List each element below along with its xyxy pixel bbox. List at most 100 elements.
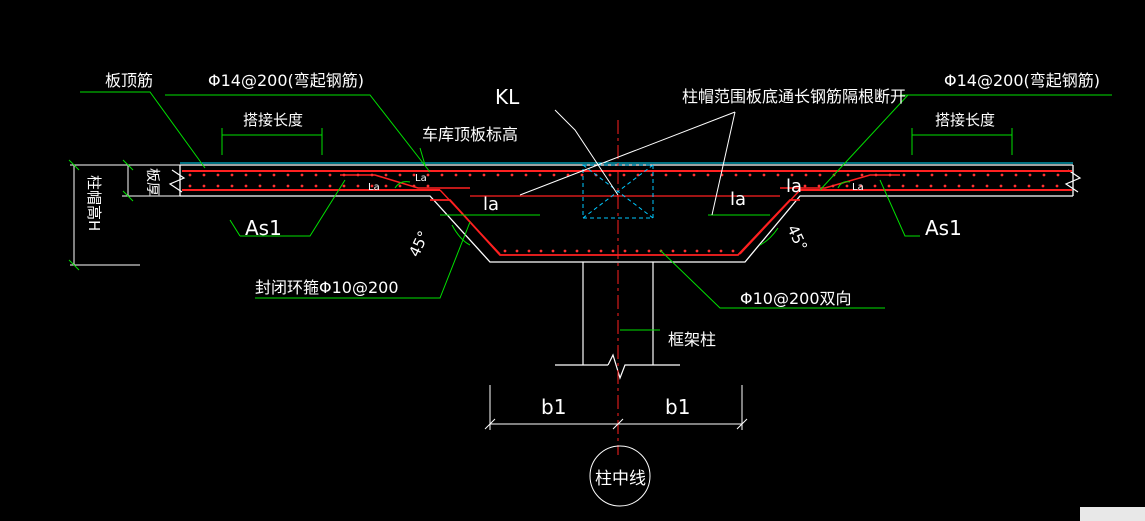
rebar-dot bbox=[563, 249, 567, 253]
rebar-dot bbox=[384, 184, 388, 188]
label-b1-right: b1 bbox=[665, 395, 690, 419]
rebar-dot bbox=[635, 249, 639, 253]
label-la-big-right: la bbox=[786, 176, 802, 197]
rebar-dot bbox=[678, 173, 682, 177]
rebar-dot bbox=[314, 173, 318, 177]
rebar-dot bbox=[503, 249, 507, 253]
rebar-dot bbox=[370, 173, 374, 177]
rebar-dot bbox=[202, 173, 206, 177]
rebar-dot bbox=[244, 184, 248, 188]
rebar-dot bbox=[384, 173, 388, 177]
label-beam: KL bbox=[495, 85, 520, 109]
rebar-dot bbox=[930, 173, 934, 177]
rebar-dot bbox=[874, 173, 878, 177]
rebar-dot bbox=[1028, 173, 1032, 177]
rebar-dot bbox=[1027, 184, 1031, 188]
label-as1-left: As1 bbox=[245, 216, 282, 240]
rebar-dot bbox=[300, 184, 304, 188]
rebar-dot bbox=[216, 184, 220, 188]
label-column-centerline: 柱中线 bbox=[595, 469, 646, 489]
rebar-dot bbox=[790, 173, 794, 177]
rebar-dot bbox=[300, 173, 304, 177]
label-slab-thickness: 板厚 bbox=[144, 168, 160, 196]
rebar-dot bbox=[398, 173, 402, 177]
rebar-dot bbox=[524, 173, 528, 177]
rebar-dot bbox=[888, 173, 892, 177]
rebar-dot bbox=[860, 173, 864, 177]
label-cutoff-note: 柱帽范围板底通长钢筋隔根断开 bbox=[682, 87, 906, 106]
cutoff-leaders bbox=[519, 109, 736, 216]
label-slab-top-rebar: 板顶筋 bbox=[105, 71, 153, 90]
rebar-dot bbox=[804, 173, 808, 177]
rebar-dot bbox=[527, 249, 531, 253]
rebar-dot bbox=[707, 249, 711, 253]
rebar-dot bbox=[580, 173, 584, 177]
label-capital-height: 柱帽高H bbox=[85, 175, 103, 231]
frame-column bbox=[555, 262, 680, 380]
rebar-dots bbox=[188, 173, 1060, 253]
rebar-dot bbox=[695, 249, 699, 253]
rebar-dot bbox=[468, 173, 472, 177]
dim-ticks bbox=[68, 159, 134, 271]
rebar-dot bbox=[412, 184, 416, 188]
rebar-dot bbox=[1013, 184, 1017, 188]
rebar-dot bbox=[859, 184, 863, 188]
rebar-dot bbox=[1014, 173, 1018, 177]
rebar-dot bbox=[664, 173, 668, 177]
rebar-dot bbox=[887, 184, 891, 188]
rebar-dot bbox=[1000, 173, 1004, 177]
rebar-dot bbox=[454, 173, 458, 177]
rebar-dot bbox=[538, 173, 542, 177]
label-bent-rebar-right: Φ14@200(弯起钢筋) bbox=[944, 71, 1100, 90]
rebar-dot bbox=[356, 173, 360, 177]
rebar-dot bbox=[510, 173, 514, 177]
rebar-dot bbox=[398, 184, 402, 188]
rebar-dot bbox=[599, 249, 603, 253]
label-closed-stirrup: 封闭环箍Φ10@200 bbox=[255, 278, 399, 297]
label-lap-length-left: 搭接长度 bbox=[243, 111, 303, 129]
rebar-dot bbox=[1041, 184, 1045, 188]
rebar-dot bbox=[902, 173, 906, 177]
concrete-outline bbox=[179, 164, 1074, 263]
rebar-dot bbox=[342, 173, 346, 177]
rebar-dot bbox=[258, 184, 262, 188]
label-angle-right: 45° bbox=[783, 222, 811, 254]
label-lap-length-right: 搭接长度 bbox=[935, 111, 995, 129]
label-two-way: Φ10@200双向 bbox=[740, 289, 852, 308]
break-marks bbox=[168, 169, 1082, 193]
rebar-dot bbox=[328, 184, 332, 188]
rebar-dot bbox=[623, 249, 627, 253]
rebar-dot bbox=[482, 173, 486, 177]
label-as1-right: As1 bbox=[925, 216, 962, 240]
label-la-small-3: La bbox=[852, 182, 864, 193]
rebar-dot bbox=[286, 184, 290, 188]
rebar-dot bbox=[776, 173, 780, 177]
rebar-dot bbox=[818, 173, 822, 177]
rebar-dot bbox=[539, 249, 543, 253]
rebar-dot bbox=[244, 173, 248, 177]
rebar-dot bbox=[440, 173, 444, 177]
rebar-dot bbox=[496, 173, 500, 177]
rebar-dot bbox=[426, 173, 430, 177]
rebar-dot bbox=[188, 173, 192, 177]
rebar-dot bbox=[873, 184, 877, 188]
angle-arcs bbox=[394, 181, 851, 246]
rebar-dot bbox=[230, 173, 234, 177]
rebar-dot bbox=[671, 249, 675, 253]
rebar-dot bbox=[314, 184, 318, 188]
label-la-small-1: La bbox=[368, 182, 380, 193]
rebar-dot bbox=[611, 249, 615, 253]
rebar-dot bbox=[272, 184, 276, 188]
rebar-dot bbox=[272, 173, 276, 177]
rebar-dot bbox=[370, 184, 374, 188]
rebar-dot bbox=[412, 173, 416, 177]
rebar-dot bbox=[915, 184, 919, 188]
rebar-dot bbox=[999, 184, 1003, 188]
rebar-dot bbox=[985, 184, 989, 188]
rebar-dot bbox=[957, 184, 961, 188]
rebar-dot bbox=[719, 249, 723, 253]
rebar-dot bbox=[845, 184, 849, 188]
rebar-dot bbox=[426, 184, 430, 188]
rebar-dot bbox=[943, 184, 947, 188]
rebar-dot bbox=[971, 184, 975, 188]
